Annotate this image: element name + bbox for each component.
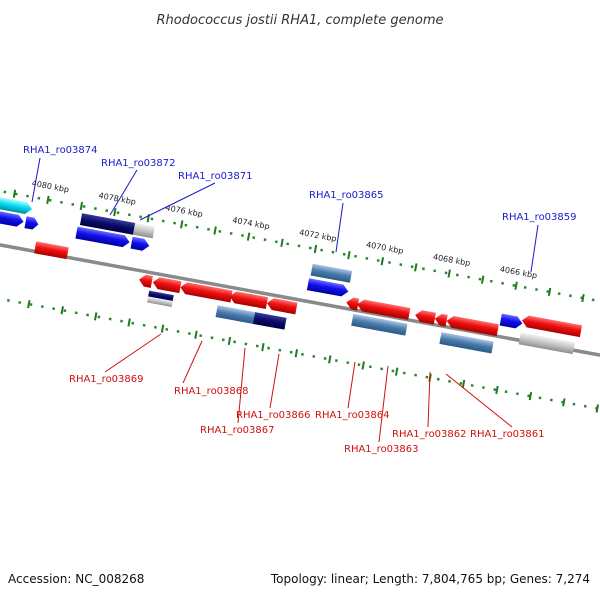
accession-text: Accession: NC_008268 bbox=[8, 572, 145, 586]
gene-arrow[interactable] bbox=[138, 274, 153, 288]
ruler-tick bbox=[280, 238, 284, 247]
ruler-tick-label: 4074 kbp bbox=[232, 216, 271, 232]
gene-label[interactable]: RHA1_ro03865 bbox=[309, 190, 384, 201]
ruler-tick bbox=[447, 269, 451, 278]
ruler-tick bbox=[562, 398, 566, 407]
gene-arrow[interactable] bbox=[0, 208, 25, 228]
ruler-tick bbox=[380, 257, 385, 266]
ruler-tick bbox=[79, 201, 84, 211]
gene-arrow[interactable] bbox=[133, 222, 155, 239]
gene-arrow[interactable] bbox=[24, 216, 39, 230]
ruler-tick bbox=[313, 244, 318, 254]
reverse-strand-genes bbox=[34, 241, 583, 355]
gene-arrow-ro03868[interactable] bbox=[179, 281, 233, 303]
ruler-tick bbox=[480, 275, 485, 284]
gene-label[interactable]: RHA1_ro03872 bbox=[101, 158, 176, 169]
gene-arrow[interactable] bbox=[310, 263, 353, 283]
ruler-tick bbox=[194, 330, 198, 339]
gene-arrow-ro03869[interactable] bbox=[152, 276, 182, 294]
gene-arrow-ro03871[interactable] bbox=[75, 226, 130, 249]
ruler-tick bbox=[528, 392, 533, 401]
ruler-tick bbox=[328, 355, 332, 364]
ruler-tick bbox=[179, 220, 184, 229]
ruler-tick bbox=[213, 226, 217, 235]
ruler-tick bbox=[46, 195, 50, 204]
gene-label[interactable]: RHA1_ro03859 bbox=[502, 212, 577, 223]
ruler-ticks bbox=[12, 189, 600, 413]
genome-title: Rhodococcus jostii RHA1, complete genome bbox=[157, 13, 444, 28]
gene-arrow-ro03859[interactable] bbox=[499, 313, 524, 330]
ruler-tick bbox=[361, 361, 365, 370]
gene-label[interactable]: RHA1_ro03868 bbox=[174, 386, 249, 397]
gene-arrow[interactable] bbox=[147, 296, 173, 307]
gene-arrow-ro03867[interactable] bbox=[228, 290, 268, 309]
ruler-tick bbox=[227, 336, 232, 346]
ruler-tick bbox=[294, 349, 299, 358]
ruler-tick bbox=[461, 379, 466, 389]
gene-arrow-ro03862[interactable] bbox=[434, 313, 448, 327]
ruler-tick bbox=[27, 299, 31, 309]
gene-arrow[interactable] bbox=[345, 297, 360, 311]
reverse-leader-lines bbox=[104, 333, 513, 443]
gene-arrow-ro03866[interactable] bbox=[266, 297, 298, 315]
gene-label[interactable]: RHA1_ro03863 bbox=[344, 444, 419, 455]
gene-arrow[interactable] bbox=[215, 305, 256, 324]
topology-text: Topology: linear; Length: 7,804,765 bp; … bbox=[270, 572, 590, 586]
gene-arrow[interactable] bbox=[252, 312, 287, 330]
ruler-tick-label: 4068 kbp bbox=[432, 252, 471, 268]
forward-strand-genes bbox=[0, 196, 524, 330]
ruler-tick bbox=[12, 189, 17, 198]
ruler-tick bbox=[514, 281, 518, 290]
ruler-tick bbox=[246, 232, 251, 241]
ruler-tick bbox=[394, 367, 399, 376]
gene-arrow[interactable] bbox=[34, 241, 69, 260]
ruler-tick-label: 4076 kbp bbox=[165, 203, 204, 219]
gene-label[interactable]: RHA1_ro03871 bbox=[178, 171, 253, 182]
gene-label[interactable]: RHA1_ro03861 bbox=[470, 429, 545, 440]
gene-arrow-ro03863[interactable] bbox=[351, 313, 408, 336]
gene-arrow-ro03865[interactable] bbox=[306, 278, 349, 297]
gene-arrow[interactable] bbox=[0, 196, 33, 215]
ruler-tick bbox=[495, 385, 499, 395]
gene-arrow[interactable] bbox=[414, 309, 436, 325]
gene-arrow[interactable] bbox=[518, 332, 575, 355]
gene-arrow-ro03861[interactable] bbox=[446, 315, 499, 337]
ruler-tick bbox=[547, 287, 552, 297]
ruler-tick-label: 4070 kbp bbox=[365, 240, 404, 256]
gene-arrow-ro03872[interactable] bbox=[79, 213, 136, 235]
ruler-tick-label: 4072 kbp bbox=[299, 228, 338, 244]
gene-label[interactable]: RHA1_ro03874 bbox=[23, 145, 98, 156]
gene-arrow[interactable] bbox=[148, 290, 174, 302]
ruler-dotted-line-top bbox=[0, 178, 600, 318]
gene-label[interactable]: RHA1_ro03864 bbox=[315, 410, 390, 421]
gene-arrow-ro03864[interactable] bbox=[356, 298, 411, 320]
ruler-tick-label: 4080 kbp bbox=[31, 179, 70, 195]
ruler-tick bbox=[93, 312, 98, 321]
ruler-tick bbox=[127, 318, 131, 327]
ruler-tick bbox=[60, 306, 64, 315]
ruler-tick bbox=[595, 404, 600, 413]
ruler-tick bbox=[581, 293, 585, 303]
reverse-gene-labels: RHA1_ro03869 RHA1_ro03868 RHA1_ro03867 R… bbox=[69, 374, 545, 455]
ruler-tick bbox=[261, 342, 265, 352]
gene-label[interactable]: RHA1_ro03867 bbox=[200, 425, 275, 436]
forward-leader-lines bbox=[31, 157, 539, 273]
forward-gene-labels: RHA1_ro03874 RHA1_ro03872 RHA1_ro03871 R… bbox=[23, 145, 577, 223]
ruler-tick-label: 4078 kbp bbox=[98, 191, 137, 207]
gene-arrow[interactable] bbox=[521, 315, 583, 338]
ruler-tick bbox=[113, 208, 117, 217]
ruler-tick bbox=[414, 263, 418, 272]
ruler-tick bbox=[347, 250, 351, 260]
gene-arrow[interactable] bbox=[439, 332, 494, 354]
gene-label[interactable]: RHA1_ro03862 bbox=[392, 429, 467, 440]
ruler-tick bbox=[160, 324, 165, 333]
gene-label[interactable]: RHA1_ro03869 bbox=[69, 374, 144, 385]
gene-arrow[interactable] bbox=[130, 236, 151, 252]
ruler-dotted-line-bottom bbox=[0, 282, 600, 422]
genome-backbone-line bbox=[0, 229, 600, 371]
gene-label[interactable]: RHA1_ro03866 bbox=[236, 410, 311, 421]
